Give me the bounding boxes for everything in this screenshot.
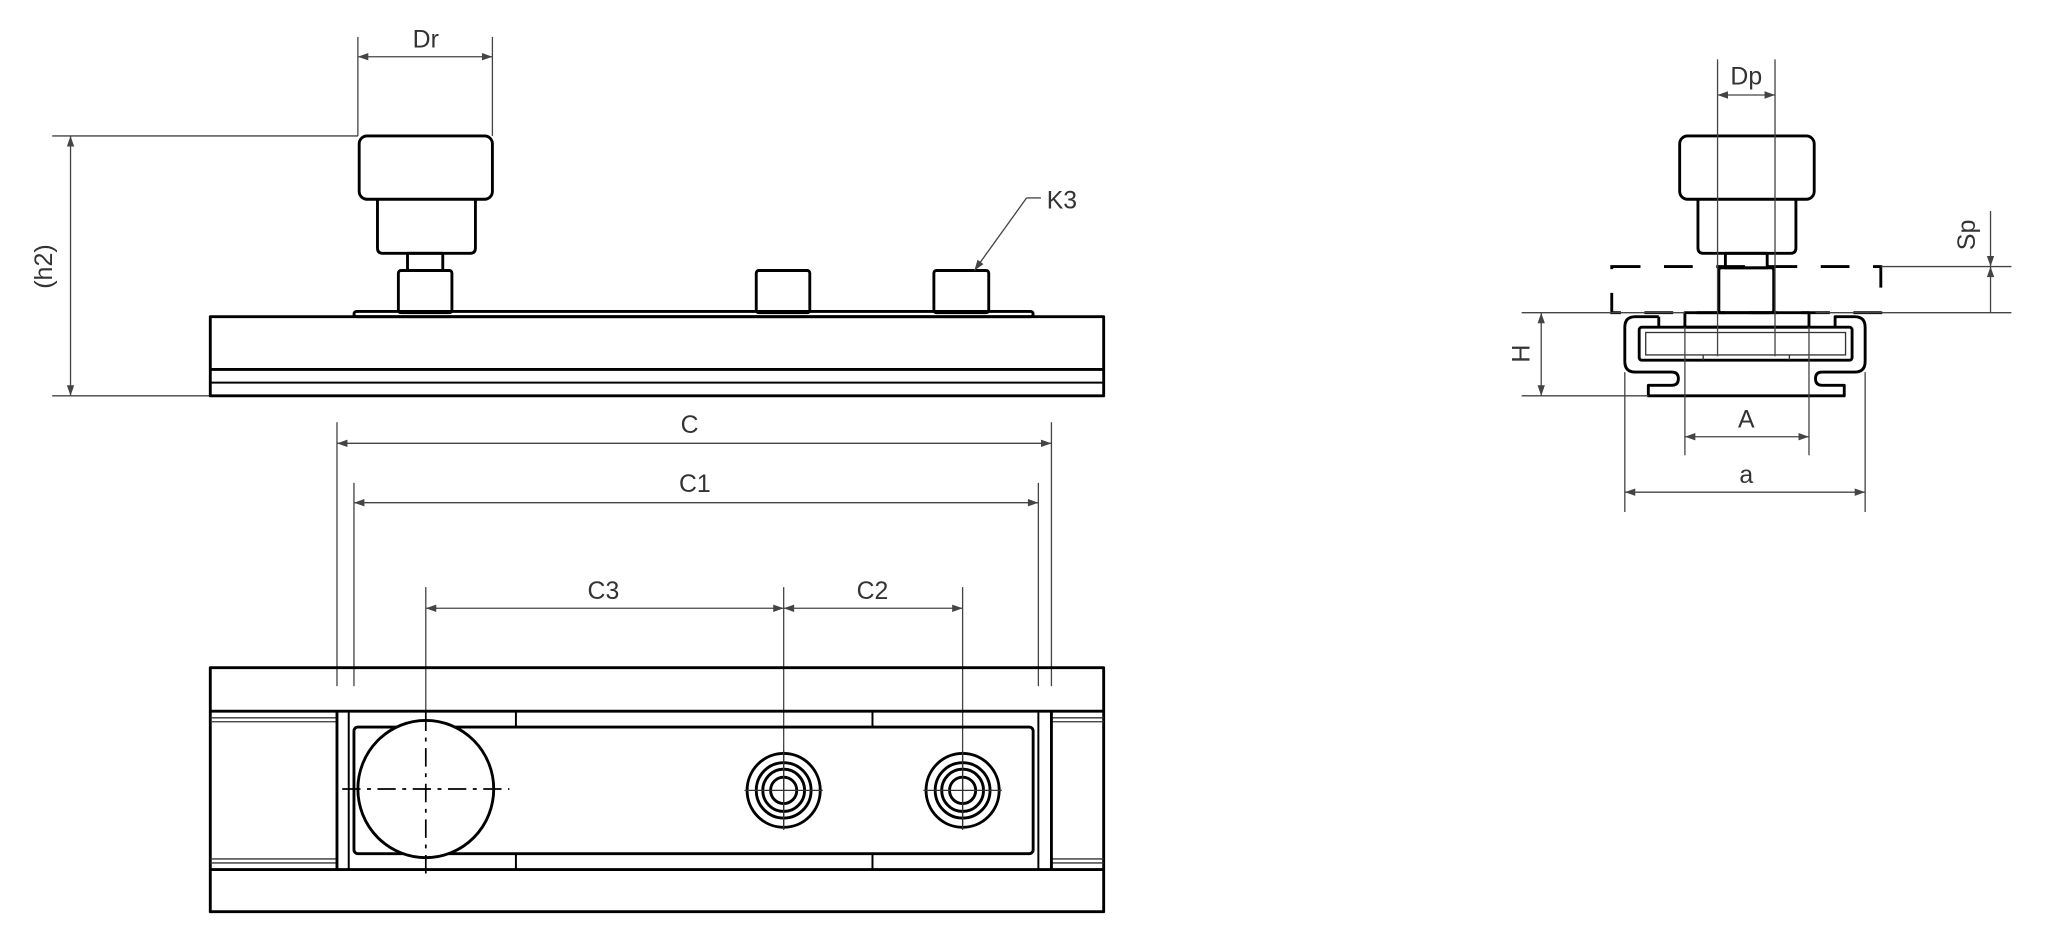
h2-label: (h2) <box>30 244 58 289</box>
c3-label: C3 <box>588 577 620 605</box>
k3-label: K3 <box>1047 186 1077 214</box>
top-view: C C1 C3 C2 <box>208 411 1106 914</box>
c-dimension: C <box>336 411 1053 687</box>
knob-top <box>342 712 510 878</box>
dp-dimension: Dp <box>1716 59 1776 357</box>
k3-pin <box>932 269 991 315</box>
end-view: Dp Sp H A a <box>1508 59 2012 512</box>
rail-body <box>208 315 1106 398</box>
k3-callout: K3 <box>973 186 1077 271</box>
screw-hole <box>744 750 823 830</box>
c-label: C <box>681 411 699 439</box>
index-plunger-knob <box>357 134 494 315</box>
dr-dimension: Dr <box>357 25 494 136</box>
dr-label: Dr <box>413 25 439 53</box>
h-label: H <box>1508 345 1536 363</box>
sp-label: Sp <box>1953 220 1981 251</box>
a-lower-dimension: a <box>1624 372 1866 512</box>
c3-c2-dimensions: C3 C2 <box>425 577 964 825</box>
a-upper-dimension: A <box>1684 327 1810 456</box>
a-upper-label: A <box>1738 405 1755 433</box>
rail-top <box>208 666 1106 914</box>
c1-dimension: C1 <box>353 470 1040 687</box>
h-dimension: H <box>1508 312 1685 397</box>
c1-label: C1 <box>679 470 711 498</box>
h2-dimension: (h2) <box>30 135 358 397</box>
workpiece-outline <box>1610 265 1883 315</box>
plunger-end <box>1678 134 1816 315</box>
pin <box>754 269 812 315</box>
dp-label: Dp <box>1730 62 1762 90</box>
profile <box>1623 311 1867 398</box>
side-view: Dr (h2) K3 <box>30 25 1106 398</box>
screw-hole <box>923 750 1002 830</box>
c2-label: C2 <box>857 577 889 605</box>
sp-dimension: Sp <box>1815 211 2012 314</box>
a-lower-label: a <box>1739 461 1753 489</box>
